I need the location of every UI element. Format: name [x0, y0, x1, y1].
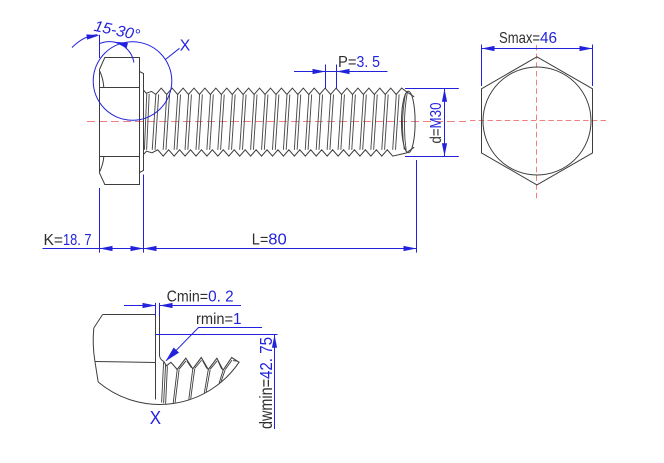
svg-text:3. 5: 3. 5 — [357, 54, 381, 71]
svg-text:80: 80 — [268, 232, 287, 249]
svg-text:18. 7: 18. 7 — [63, 232, 92, 249]
svg-text:X: X — [180, 38, 191, 55]
svg-text:d=: d= — [428, 129, 445, 144]
svg-text:Smax=: Smax= — [499, 30, 540, 47]
svg-text:1: 1 — [233, 311, 242, 328]
svg-text:M30: M30 — [428, 102, 445, 128]
svg-text:P=: P= — [338, 54, 357, 71]
svg-text:42. 75: 42. 75 — [256, 337, 276, 379]
svg-text:46: 46 — [540, 30, 557, 47]
svg-text:Cmin=: Cmin= — [167, 289, 209, 306]
svg-text:L=: L= — [252, 232, 268, 249]
svg-text:dwmin=: dwmin= — [256, 379, 276, 429]
svg-text:rmin=: rmin= — [196, 311, 233, 328]
svg-text:0. 2: 0. 2 — [208, 289, 234, 306]
svg-text:X: X — [150, 408, 161, 428]
svg-text:K=: K= — [44, 232, 64, 249]
